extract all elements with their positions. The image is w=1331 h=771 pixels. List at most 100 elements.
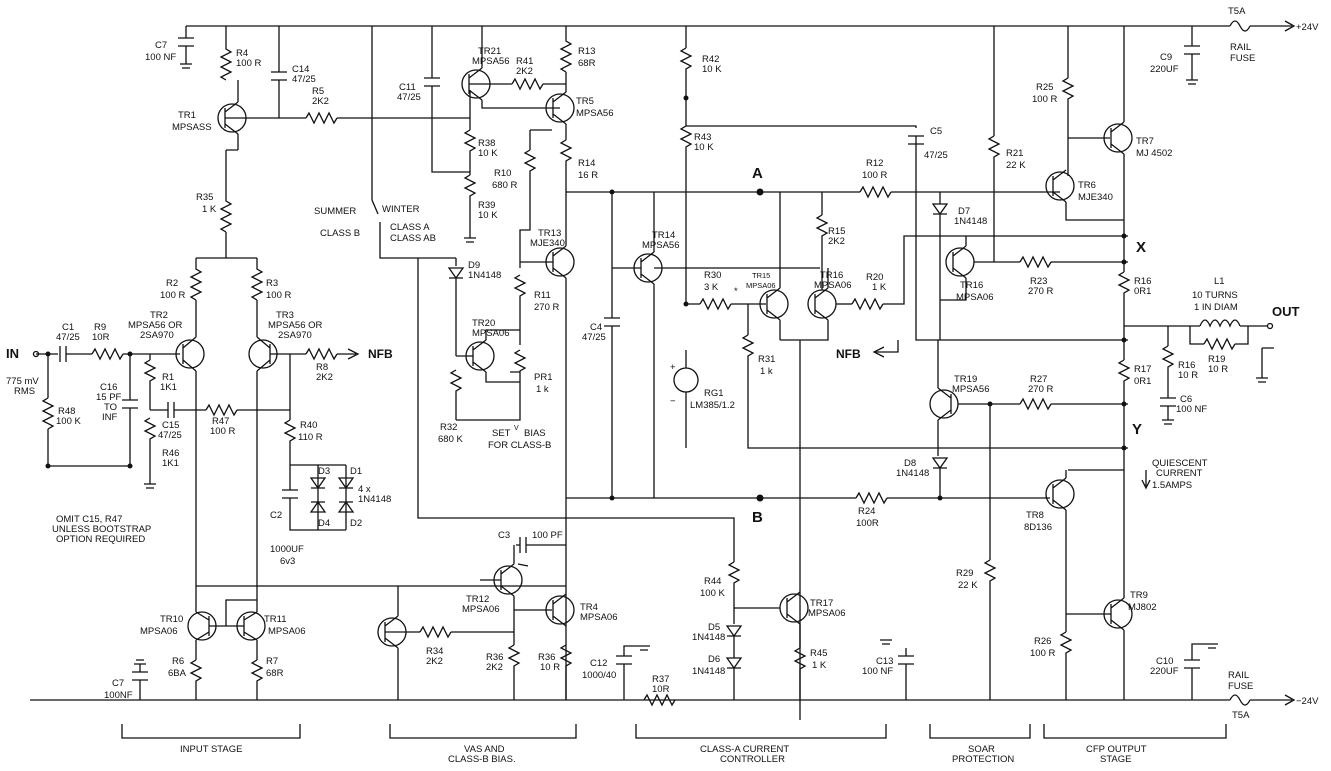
- pr1-value: 1 k: [536, 384, 549, 395]
- r17-label: R17: [1134, 364, 1151, 375]
- rms-label: 775 mV: [6, 376, 39, 387]
- r5-value: 2K2: [312, 96, 329, 107]
- rail-top-label: RAIL: [1230, 42, 1251, 53]
- rg1-value: LM385/1.2: [690, 400, 735, 411]
- c4-value: 47/25: [582, 332, 606, 343]
- class-b-label: CLASS B: [320, 228, 360, 239]
- r36a-label: R36: [486, 652, 503, 663]
- c1-value: 47/25: [56, 332, 80, 343]
- r1-label: R1: [162, 372, 174, 383]
- node-y-label: Y: [1132, 421, 1142, 438]
- l1-value2: 1 IN DIAM: [1194, 302, 1238, 313]
- d6-value: 1N4148: [692, 666, 725, 677]
- r44-label: R44: [704, 576, 721, 587]
- tr6-label: TR6: [1078, 180, 1096, 191]
- component-labels: C7 100 NF R4 100 R C14 47/25 R5 2K2 TR1 …: [6, 6, 1319, 721]
- section-brackets: [121, 724, 1227, 739]
- c10-label: C10: [1156, 656, 1173, 667]
- r19-value: 10 R: [1208, 364, 1228, 375]
- rg1-label: RG1: [704, 388, 724, 399]
- tr10-label: TR10: [160, 614, 183, 625]
- d3-label: D3: [318, 466, 330, 477]
- r46-label: R46: [162, 448, 179, 459]
- r13-value: 68R: [578, 58, 596, 69]
- quiescent-label: QUIESCENT: [1152, 458, 1208, 469]
- c3-value: 100 PF: [532, 530, 563, 541]
- tr12-value: MPSA06: [462, 604, 500, 615]
- set-label: SET: [492, 428, 511, 439]
- tr15-value: MPSA06: [746, 281, 776, 290]
- fuse-top-label: FUSE: [1230, 53, 1255, 64]
- r15-label: R15: [828, 226, 845, 237]
- r24-label: R24: [858, 506, 875, 517]
- r36a-value: 2K2: [486, 662, 503, 673]
- tr19-label: TR19: [954, 374, 977, 385]
- r20-label: R20: [866, 272, 883, 283]
- rg1-plus: +: [670, 362, 676, 373]
- r37-label: R37: [652, 674, 669, 685]
- r38-value: 10 K: [478, 148, 498, 159]
- c7-bottom-value: 100NF: [104, 690, 133, 701]
- tr9-label: TR9: [1130, 590, 1148, 601]
- r29-value: 22 K: [958, 580, 978, 591]
- r21-value: 22 K: [1006, 160, 1026, 171]
- nfb-in-label: NFB: [368, 347, 393, 361]
- r2-value: 100 R: [160, 290, 185, 301]
- r44-value: 100 K: [700, 588, 725, 599]
- c16-value: 15 PF: [96, 392, 122, 403]
- d7-value: 1N4148: [954, 216, 987, 227]
- node-a-label: A: [752, 165, 763, 182]
- tr10-value: MPSA06: [140, 626, 178, 637]
- d7-label: D7: [958, 206, 970, 217]
- r38-label: R38: [478, 138, 495, 149]
- tr14-value: MPSA56: [642, 240, 680, 251]
- tr7-value: MJ 4502: [1136, 148, 1172, 159]
- c12-value: 1000/40: [582, 670, 616, 681]
- tr4-value: MPSA06: [580, 612, 618, 623]
- tr3-value2: 2SA970: [278, 330, 312, 341]
- d4-label: D4: [318, 518, 330, 529]
- c7-top-label: C7: [155, 40, 167, 51]
- tr20-value: MPSA06: [472, 328, 510, 339]
- fuse-bot-label: FUSE: [1228, 681, 1253, 692]
- vas-stage: [371, 26, 760, 700]
- r45-value: 1 K: [812, 660, 827, 671]
- c12-label: C12: [590, 658, 607, 669]
- r39-value: 10 K: [478, 210, 498, 221]
- r42-label: R42: [702, 54, 719, 65]
- c2-label: C2: [270, 510, 282, 521]
- r10-label: R10: [494, 168, 511, 179]
- r16b-label: R16: [1178, 360, 1195, 371]
- c6-value: 100 NF: [1176, 404, 1207, 415]
- c6-label: C6: [1180, 394, 1192, 405]
- r35-value: 1 K: [202, 204, 217, 215]
- section-labels: INPUT STAGE VAS AND CLASS-B BIAS. CLASS-…: [180, 744, 1147, 765]
- c5-value: 47/25: [924, 150, 948, 161]
- r16a-value: 0R1: [1134, 286, 1151, 297]
- tr4-label: TR4: [580, 602, 598, 613]
- r41-value: 2K2: [516, 66, 533, 77]
- tr17-label: TR17: [810, 598, 833, 609]
- r7-label: R7: [266, 656, 278, 667]
- r25-value: 100 R: [1032, 94, 1057, 105]
- c2-value2: 6v3: [280, 556, 295, 567]
- rg1-minus: −: [670, 396, 676, 407]
- tr16a-label: TR16: [820, 270, 843, 281]
- class-a-label-line1: CLASS-A CURRENT: [700, 744, 789, 755]
- c7-top-value: 100 NF: [145, 52, 176, 63]
- r43-value: 10 K: [694, 142, 714, 153]
- tr14-label: TR14: [652, 230, 675, 241]
- class-a-label-line2: CONTROLLER: [720, 754, 785, 765]
- c11-label: C11: [399, 82, 416, 93]
- r47-label: R47: [212, 416, 229, 427]
- tr8-value: 8D136: [1024, 522, 1052, 533]
- class-ab-label: CLASS AB: [390, 233, 436, 244]
- r8-label: R8: [316, 362, 328, 373]
- r13-label: R13: [578, 46, 595, 57]
- l1-label: L1: [1214, 276, 1225, 287]
- tr1-value: MPSASS: [172, 122, 212, 133]
- tr17-value: MPSA06: [808, 608, 846, 619]
- r27-label: R27: [1030, 374, 1047, 385]
- r12-value: 100 R: [862, 170, 887, 181]
